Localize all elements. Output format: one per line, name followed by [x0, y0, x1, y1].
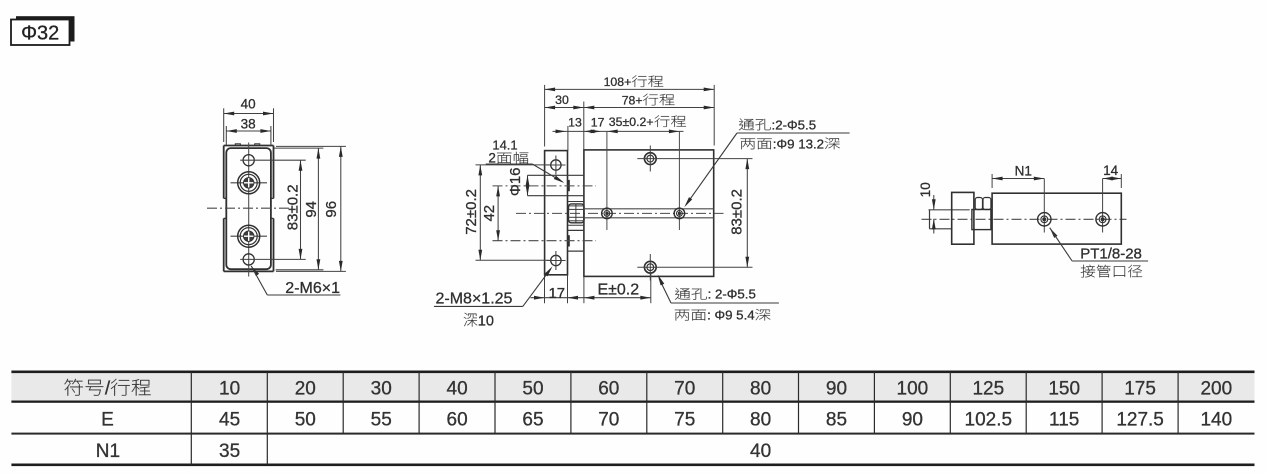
svg-text:10: 10	[918, 182, 933, 197]
svg-text:78+: 78+	[622, 93, 643, 107]
svg-text:115: 115	[1049, 410, 1079, 431]
svg-text:125: 125	[972, 378, 1004, 399]
svg-text:14.1: 14.1	[492, 138, 517, 153]
svg-text::2-Φ5.5: :2-Φ5.5	[772, 117, 817, 132]
svg-text:40: 40	[447, 378, 468, 399]
svg-text:13: 13	[568, 115, 582, 129]
svg-text:2-M8×1.25: 2-M8×1.25	[436, 291, 513, 308]
svg-text:85: 85	[826, 410, 847, 431]
svg-text:70: 70	[598, 410, 619, 431]
svg-text:200: 200	[1200, 378, 1232, 399]
svg-text:108+: 108+	[604, 75, 632, 89]
svg-text:94: 94	[303, 201, 320, 218]
svg-text:Φ16: Φ16	[507, 167, 524, 196]
svg-text:40: 40	[241, 97, 256, 112]
svg-text:65: 65	[522, 410, 543, 431]
svg-text::Φ9 13.2: :Φ9 13.2	[773, 136, 824, 151]
svg-text:83±0.2: 83±0.2	[729, 189, 746, 235]
svg-text:10: 10	[478, 314, 494, 330]
svg-text:E±0.2: E±0.2	[597, 281, 639, 298]
svg-text:175: 175	[1124, 378, 1156, 399]
svg-text:140: 140	[1200, 410, 1232, 431]
svg-text:PT1/8-28: PT1/8-28	[1080, 245, 1142, 262]
svg-text:30: 30	[555, 93, 569, 107]
svg-text:: Φ9 5.4: : Φ9 5.4	[707, 308, 755, 323]
svg-text:20: 20	[295, 378, 316, 399]
svg-text:60: 60	[598, 378, 619, 399]
svg-text:Φ32: Φ32	[21, 23, 59, 45]
svg-text:90: 90	[902, 410, 923, 431]
svg-text:83±0.2: 83±0.2	[284, 184, 301, 230]
svg-text:80: 80	[750, 378, 771, 399]
svg-text:N1: N1	[96, 441, 120, 462]
svg-text:2-M6×1: 2-M6×1	[285, 280, 340, 297]
svg-text:50: 50	[522, 378, 543, 399]
svg-text:45: 45	[219, 410, 240, 431]
svg-text:75: 75	[674, 410, 695, 431]
svg-text:70: 70	[674, 378, 695, 399]
svg-text:35: 35	[219, 441, 240, 462]
svg-text:: 2-Φ5.5: : 2-Φ5.5	[708, 287, 756, 302]
svg-text:102.5: 102.5	[965, 410, 1013, 431]
svg-text:40: 40	[750, 441, 771, 462]
svg-text:127.5: 127.5	[1116, 410, 1164, 431]
svg-text:35±0.2+: 35±0.2+	[609, 115, 654, 129]
svg-text:60: 60	[447, 410, 468, 431]
svg-text:14: 14	[1103, 163, 1119, 178]
svg-text:80: 80	[750, 410, 771, 431]
svg-text:2: 2	[488, 151, 496, 166]
svg-text:17: 17	[548, 285, 565, 302]
svg-text:17: 17	[591, 115, 605, 129]
svg-text:E: E	[101, 410, 114, 431]
svg-text:/: /	[105, 378, 111, 399]
svg-text:38: 38	[241, 117, 256, 132]
svg-text:N1: N1	[1015, 163, 1032, 178]
svg-text:100: 100	[897, 378, 929, 399]
svg-text:55: 55	[371, 410, 392, 431]
svg-text:90: 90	[826, 378, 847, 399]
svg-text:42: 42	[481, 205, 498, 222]
svg-text:72±0.2: 72±0.2	[463, 189, 480, 235]
svg-text:10: 10	[219, 378, 240, 399]
svg-text:96: 96	[323, 201, 340, 218]
svg-text:50: 50	[295, 410, 316, 431]
svg-text:150: 150	[1048, 378, 1080, 399]
svg-text:30: 30	[371, 378, 392, 399]
